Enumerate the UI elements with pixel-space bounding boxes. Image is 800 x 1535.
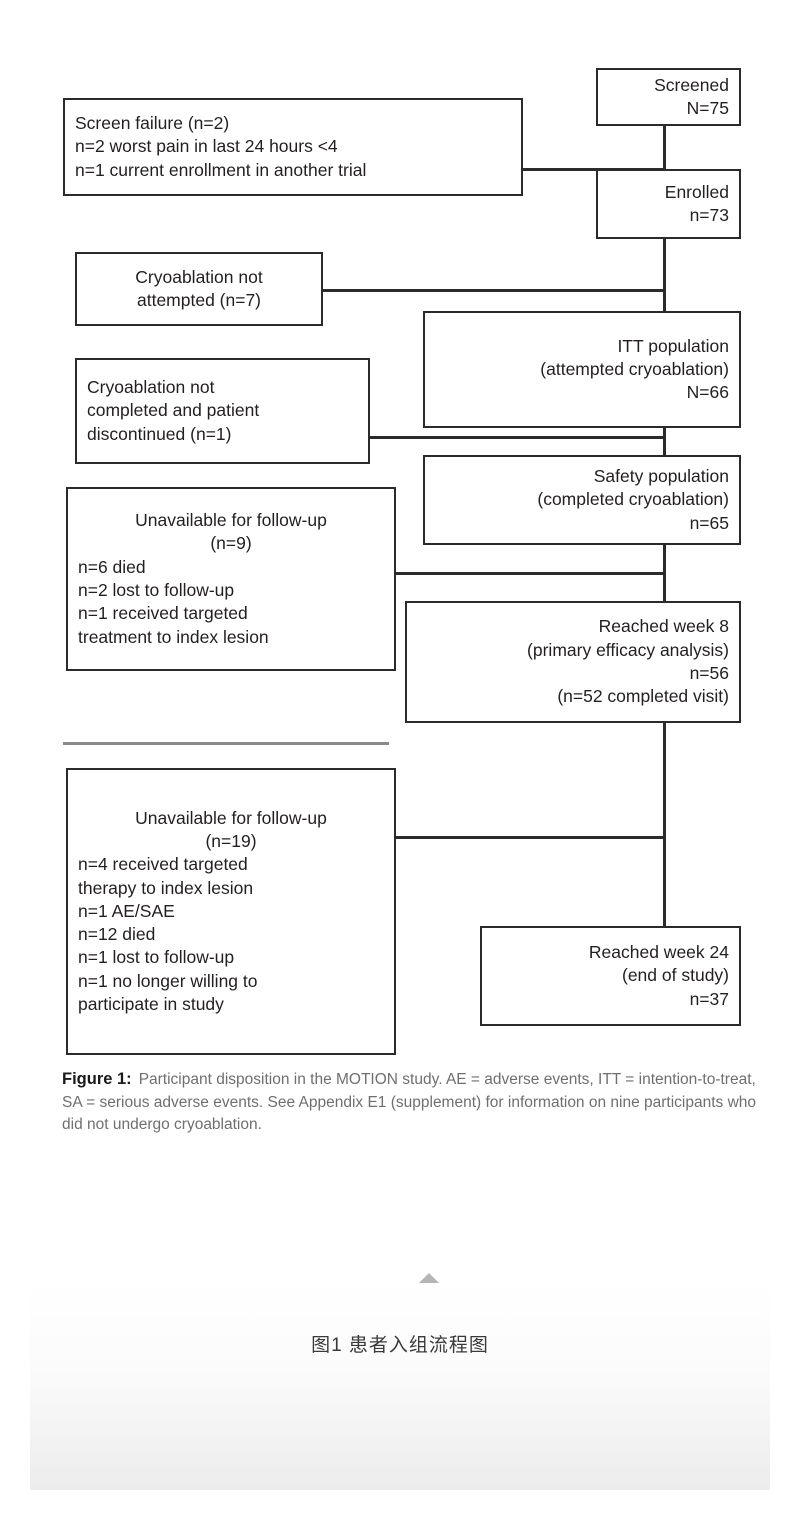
participant-disposition-flowchart: Screened N=75 Screen failure (n=2) n=2 w… <box>30 0 770 1060</box>
node-week8-line-1: (primary efficacy analysis) <box>527 639 729 660</box>
connector-screened-to-enrolled <box>663 125 666 169</box>
node-safety-line-1: (completed cryoablation) <box>537 489 729 510</box>
node-week8-line-2: n=56 <box>689 663 729 683</box>
node-unavailable9-item-1: n=2 lost to follow-up <box>78 580 235 600</box>
node-unavailable9-header-1: (n=9) <box>210 533 252 554</box>
node-cryo-not-completed-line-2: discontinued (n=1) <box>87 423 232 444</box>
node-itt-line-1: (attempted cryoablation) <box>540 358 729 379</box>
connector-enrolled-to-itt <box>663 239 666 311</box>
node-itt-population[interactable]: ITT population (attempted cryoablation) … <box>423 311 741 428</box>
section-divider <box>63 742 389 745</box>
connector-cryo-not-completed-branch <box>370 436 666 439</box>
node-cryo-not-completed-line-0: Cryoablation not <box>87 377 215 398</box>
node-screen-failure[interactable]: Screen failure (n=2) n=2 worst pain in l… <box>63 98 523 196</box>
node-screen-failure-line-1: n=2 worst pain in last 24 hours <4 <box>75 136 338 157</box>
node-week24-line-0: Reached week 24 <box>588 942 729 963</box>
figure-label: Figure 1: <box>62 1070 132 1088</box>
connector-unavailable9-branch <box>396 572 666 575</box>
figure-caption: Figure 1:Participant disposition in the … <box>62 1068 762 1137</box>
node-unavailable19-item-1: therapy to index lesion <box>78 877 254 898</box>
node-screened[interactable]: Screened N=75 <box>596 68 741 126</box>
node-itt-line-2: N=66 <box>686 382 729 403</box>
node-cryoablation-not-attempted[interactable]: Cryoablation not attempted (n=7) <box>75 252 323 326</box>
node-unavailable19-header-0: Unavailable for follow-up <box>135 807 327 828</box>
node-screened-line-1: N=75 <box>686 98 729 118</box>
node-unavailable19-item-5: n=1 no longer willing to <box>78 970 258 991</box>
connector-itt-to-safety <box>663 428 666 455</box>
node-unavailable9-item-2: n=1 received targeted <box>78 603 248 624</box>
node-cryo-not-attempted-line-1: attempted (n=7) <box>136 290 262 310</box>
connector-week8-to-week24 <box>663 713 666 926</box>
node-unavailable-followup-9[interactable]: Unavailable for follow-up (n=9) n=6 died… <box>66 487 396 671</box>
connector-cryo-not-attempted-branch <box>323 289 666 292</box>
node-itt-line-0: ITT population <box>617 335 729 356</box>
figure-card: Screened N=75 Screen failure (n=2) n=2 w… <box>30 0 770 1490</box>
node-screened-line-0: Screened <box>654 74 729 95</box>
node-unavailable-followup-19[interactable]: Unavailable for follow-up (n=19) n=4 rec… <box>66 768 396 1055</box>
node-reached-week-8[interactable]: Reached week 8 (primary efficacy analysi… <box>405 601 741 723</box>
node-cryoablation-not-completed[interactable]: Cryoablation not completed and patient d… <box>75 358 370 464</box>
node-cryo-not-attempted-line-0: Cryoablation not <box>135 266 263 287</box>
node-unavailable9-item-0: n=6 died <box>78 556 146 577</box>
node-unavailable9-item-3: treatment to index lesion <box>78 626 269 647</box>
node-safety-line-2: n=65 <box>689 512 729 533</box>
node-safety-line-0: Safety population <box>593 466 729 487</box>
node-week8-line-3: (n=52 completed visit) <box>557 686 729 707</box>
connector-unavailable19-branch <box>396 836 666 839</box>
node-screen-failure-line-0: Screen failure (n=2) <box>75 113 230 134</box>
node-screen-failure-line-2: n=1 current enrollment in another trial <box>75 159 367 180</box>
triangle-up-icon[interactable] <box>419 1273 439 1283</box>
node-week8-line-0: Reached week 8 <box>598 616 729 637</box>
chinese-figure-caption: 图1 患者入组流程图 <box>311 1335 489 1356</box>
node-unavailable9-header-0: Unavailable for follow-up <box>135 510 327 531</box>
connector-screenfailure-branch <box>521 168 666 171</box>
node-cryo-not-completed-line-1: completed and patient <box>87 400 260 421</box>
node-unavailable19-item-3: n=12 died <box>78 924 156 945</box>
node-safety-population[interactable]: Safety population (completed cryoablatio… <box>423 455 741 545</box>
node-enrolled[interactable]: Enrolled n=73 <box>596 169 741 239</box>
node-unavailable19-header-1: (n=19) <box>205 831 257 852</box>
node-unavailable19-item-4: n=1 lost to follow-up <box>78 947 235 968</box>
node-week24-line-1: (end of study) <box>622 965 729 986</box>
node-reached-week-24[interactable]: Reached week 24 (end of study) n=37 <box>480 926 741 1026</box>
node-enrolled-line-1: n=73 <box>689 205 729 225</box>
node-unavailable19-item-0: n=4 received targeted <box>78 854 248 875</box>
node-week24-line-2: n=37 <box>689 988 729 1009</box>
node-unavailable19-item-6: participate in study <box>78 993 224 1014</box>
node-unavailable19-item-2: n=1 AE/SAE <box>78 900 175 921</box>
node-enrolled-line-0: Enrolled <box>664 181 729 202</box>
figure-caption-text: Participant disposition in the MOTION st… <box>62 1071 757 1134</box>
